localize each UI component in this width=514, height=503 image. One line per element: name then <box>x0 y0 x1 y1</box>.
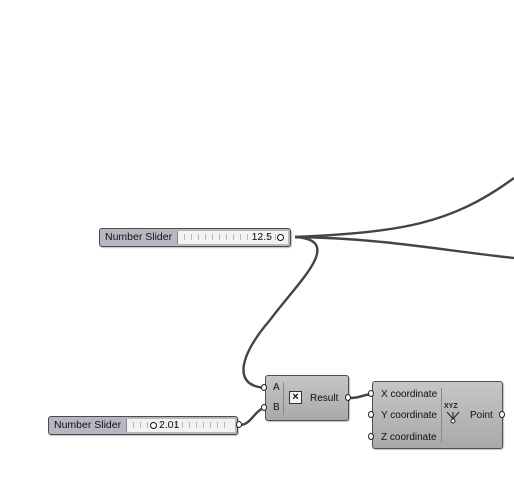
number-slider-1-knob[interactable] <box>277 234 284 241</box>
z-coordinate-port[interactable] <box>368 433 374 440</box>
input-a-port[interactable] <box>261 384 267 391</box>
y-coordinate-label: Y coordinate <box>381 410 437 421</box>
result-output-port[interactable] <box>345 394 351 401</box>
number-slider-1[interactable]: Number Slider 12.5 <box>99 228 291 247</box>
point-output-port[interactable] <box>499 411 505 418</box>
input-b-port[interactable] <box>261 404 267 411</box>
y-coordinate-port[interactable] <box>368 411 374 418</box>
point-output-label: Point <box>470 410 493 421</box>
number-slider-1-value: 12.5 <box>251 231 272 243</box>
point-input-divider <box>441 388 442 443</box>
number-slider-1-ticks <box>184 234 282 240</box>
multiply-icon: × <box>289 391 302 404</box>
number-slider-2-label: Number Slider <box>54 419 122 431</box>
x-coordinate-label: X coordinate <box>381 389 438 400</box>
number-slider-2-knob[interactable] <box>150 422 157 429</box>
wire-slider1-out-1[interactable] <box>294 177 514 239</box>
number-slider-2-track[interactable]: 2.01 <box>126 419 235 432</box>
wire-slider1-out-2[interactable] <box>294 235 514 260</box>
number-slider-2-output-port[interactable] <box>236 421 242 428</box>
multiplication-component[interactable]: A B × Result <box>265 375 349 421</box>
input-a-label: A <box>273 382 280 393</box>
construct-point-component[interactable]: X coordinate Y coordinate Z coordinate X… <box>372 381 503 449</box>
point-icon <box>446 411 460 424</box>
input-divider <box>283 382 284 415</box>
wire-slider1-to-a[interactable] <box>242 235 319 390</box>
number-slider-1-track[interactable]: 12.5 <box>177 231 288 244</box>
xyz-icon: XYZ <box>444 403 458 410</box>
number-slider-2-ticks <box>133 422 229 428</box>
result-output-label: Result <box>310 393 339 404</box>
x-coordinate-port[interactable] <box>368 390 374 397</box>
number-slider-1-label: Number Slider <box>105 231 173 243</box>
number-slider-2-value: 2.01 <box>159 419 180 431</box>
input-b-label: B <box>273 402 280 413</box>
z-coordinate-label: Z coordinate <box>381 432 437 443</box>
number-slider-2[interactable]: Number Slider 2.01 <box>48 416 238 435</box>
